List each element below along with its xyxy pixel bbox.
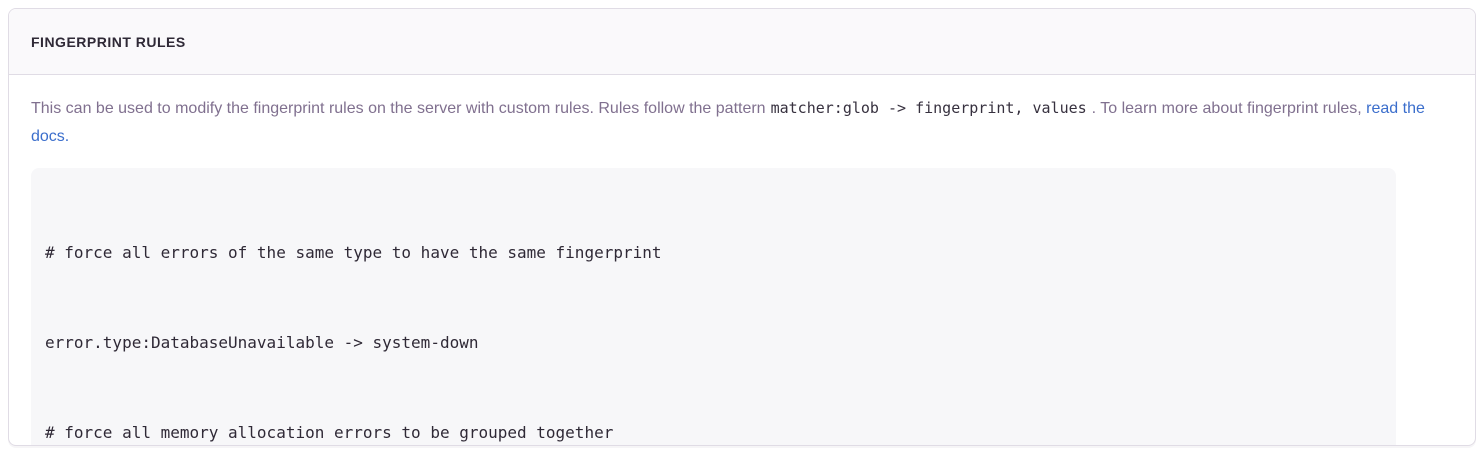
read-the-docs-link[interactable]: read the docs. [31,100,1425,145]
description-text-before-code: This can be used to modify the fingerpri… [31,100,766,117]
description-text-after-code: . To learn more about fingerprint rules, [1091,100,1367,117]
panel-body: This can be used to modify the fingerpri… [9,75,1475,445]
panel-description: This can be used to modify the fingerpri… [31,94,1453,151]
fingerprint-rules-panel: FINGERPRINT RULES This can be used to mo… [8,8,1476,446]
panel-header: FINGERPRINT RULES [9,9,1475,75]
panel-title: FINGERPRINT RULES [31,33,186,50]
example-code-line: # force all memory allocation errors to … [45,423,614,442]
pattern-inline-code: matcher:glob -> fingerprint, values [770,99,1087,117]
example-code-line: error.type:DatabaseUnavailable -> system… [45,333,479,352]
example-code-line: # force all errors of the same type to h… [45,243,662,262]
example-rules-code-block: # force all errors of the same type to h… [31,168,1396,445]
